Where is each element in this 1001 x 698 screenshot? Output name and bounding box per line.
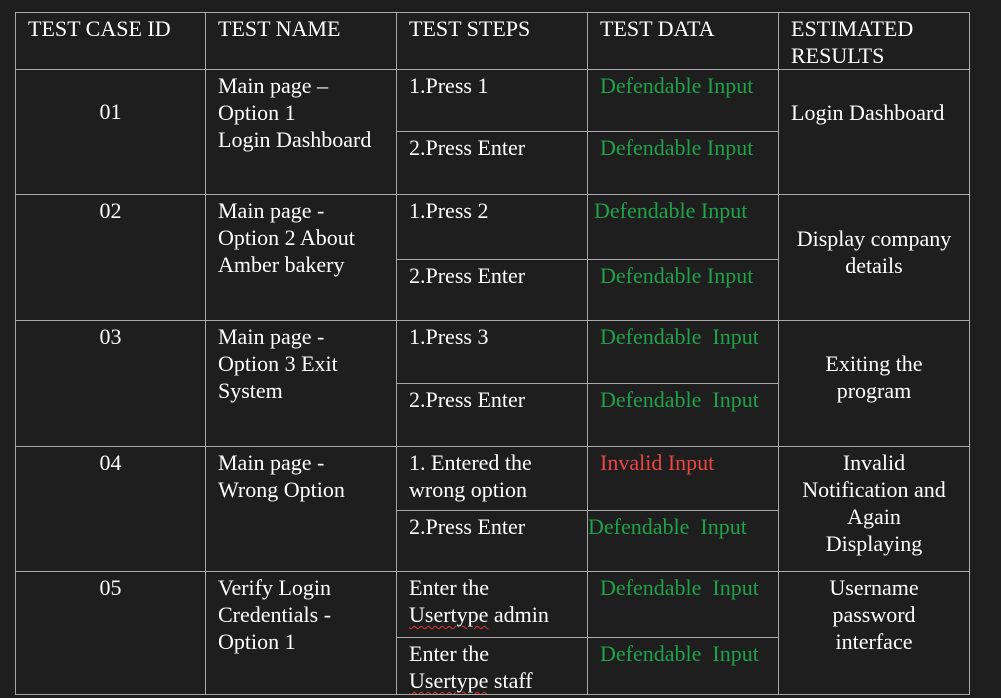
test-name-cell: Verify Login Credentials - Option 1 <box>205 571 397 695</box>
test-name-cell: Main page - Option 3 Exit System <box>205 320 397 447</box>
test-data-cell: Defendable Input <box>587 194 779 260</box>
estimated-result-cell: Display company details <box>778 194 970 321</box>
test-case-table: TEST CASE ID TEST NAME TEST STEPS TEST D… <box>15 12 970 695</box>
test-data-cell: Defendable Input <box>587 510 779 572</box>
estimated-result-cell: Login Dashboard <box>778 69 970 195</box>
spellcheck-word: Usertype <box>409 602 489 627</box>
test-step-cell: 2.Press Enter <box>396 131 588 195</box>
test-data-cell: Defendable Input <box>587 383 779 447</box>
test-case-id-cell: 02 <box>15 194 206 321</box>
test-name-cell: Main page – Option 1 Login Dashboard <box>205 69 397 195</box>
test-step-cell: 1.Press 1 <box>396 69 588 132</box>
step-text: Enter the <box>409 575 490 600</box>
header-test-case-id: TEST CASE ID <box>15 12 206 70</box>
step-text: Enter the <box>409 641 490 666</box>
test-case-id-cell: 04 <box>15 446 206 572</box>
test-step-cell: Enter the Usertype admin <box>396 571 588 638</box>
test-data-cell: Defendable Input <box>587 637 779 695</box>
estimated-result-cell: Invalid Notification and Again Displayin… <box>778 446 970 572</box>
spellcheck-word: Usertype <box>409 668 489 693</box>
test-data-cell: Defendable Input <box>587 69 779 132</box>
table-row: 04 Main page - Wrong Option 1. Entered t… <box>15 446 970 572</box>
test-step-cell: Enter the Usertype staff <box>396 637 588 695</box>
table-row: 2.Press Enter Defendable Input <box>16 259 970 321</box>
test-step-cell: 1. Entered the wrong option <box>396 446 588 511</box>
header-test-data: TEST DATA <box>587 12 779 70</box>
table-header-row: TEST CASE ID TEST NAME TEST STEPS TEST D… <box>15 12 970 70</box>
test-data-cell: Defendable Input <box>587 131 779 195</box>
test-step-cell: 2.Press Enter <box>396 510 588 572</box>
test-data-cell: Defendable Input <box>587 320 779 384</box>
test-case-id-cell: 03 <box>15 320 206 447</box>
test-step-cell: 2.Press Enter <box>396 383 588 447</box>
test-step-cell: 1.Press 2 <box>396 194 588 260</box>
estimated-result-cell: Username password interface <box>778 571 970 695</box>
table-row: 2.Press Enter Defendable Input <box>16 510 970 572</box>
header-test-name: TEST NAME <box>205 12 397 70</box>
step-text: admin <box>488 602 549 627</box>
step-text: staff <box>488 668 533 693</box>
test-step-cell: 2.Press Enter <box>396 259 588 321</box>
test-case-id-cell: 05 <box>15 571 206 695</box>
table-row: 2.Press Enter Defendable Input <box>16 383 970 447</box>
test-step-cell: 1.Press 3 <box>396 320 588 384</box>
table-row: 05 Verify Login Credentials - Option 1 E… <box>15 571 970 695</box>
test-data-cell: Defendable Input <box>587 571 779 638</box>
table-row: 01 Main page – Option 1 Login Dashboard … <box>15 69 970 195</box>
header-test-steps: TEST STEPS <box>396 12 588 70</box>
test-data-cell: Invalid Input <box>587 446 779 511</box>
test-name-cell: Main page - Option 2 About Amber bakery <box>205 194 397 321</box>
table-row: 02 Main page - Option 2 About Amber bake… <box>15 194 970 321</box>
test-name-cell: Main page - Wrong Option <box>205 446 397 572</box>
test-case-id-cell: 01 <box>15 69 206 195</box>
test-data-cell: Defendable Input <box>587 259 779 321</box>
table-row: Enter the Usertype staff Defendable Inpu… <box>16 637 970 695</box>
table-row: 03 Main page - Option 3 Exit System 1.Pr… <box>15 320 970 447</box>
header-estimated-results: ESTIMATED RESULTS <box>778 12 970 70</box>
estimated-result-cell: Exiting the program <box>778 320 970 447</box>
